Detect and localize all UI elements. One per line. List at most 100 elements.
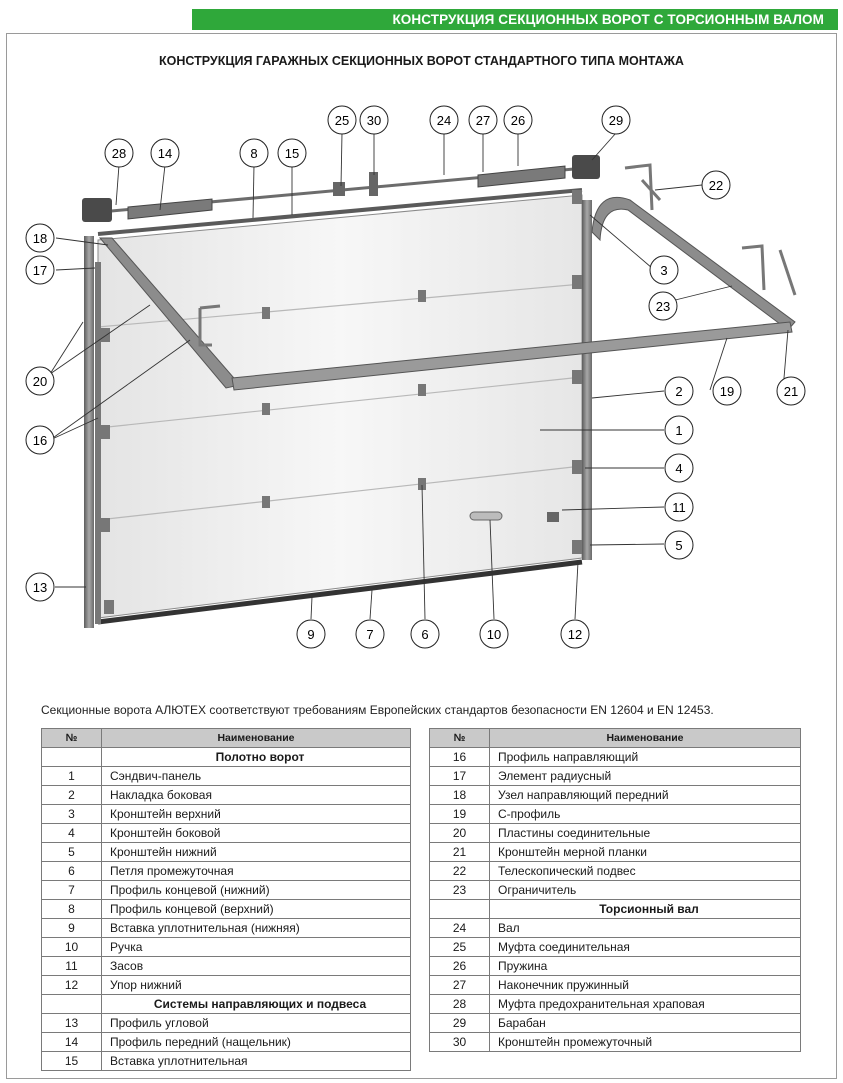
part-name: Барабан: [489, 1013, 801, 1033]
column-header-name: Наименование: [101, 728, 411, 748]
callout-label: 24: [437, 113, 451, 128]
callout-label: 2: [675, 384, 682, 399]
callout-29: 29: [601, 105, 631, 135]
callout-1: 1: [664, 415, 694, 445]
callout-22: 22: [701, 170, 731, 200]
part-name: Муфта соединительная: [489, 937, 801, 957]
callout-11: 11: [664, 492, 694, 522]
part-number: 29: [429, 1013, 490, 1033]
callout-label: 11: [672, 500, 686, 515]
section-title: Полотно ворот: [101, 747, 411, 767]
part-name: Профиль концевой (нижний): [101, 880, 411, 900]
part-number: 30: [429, 1032, 490, 1052]
compliance-note: Секционные ворота АЛЮТЕХ соответствуют т…: [41, 703, 714, 717]
table-header-row: № Наименование: [429, 728, 801, 748]
part-name: Элемент радиусный: [489, 766, 801, 786]
callout-17: 17: [25, 255, 55, 285]
part-name: Профиль направляющий: [489, 747, 801, 767]
part-number: 26: [429, 956, 490, 976]
table-header-row: № Наименование: [41, 728, 411, 748]
callout-10: 10: [479, 619, 509, 649]
callout-label: 6: [421, 627, 428, 642]
callout-12: 12: [560, 619, 590, 649]
callout-8: 8: [239, 138, 269, 168]
callout-label: 30: [367, 113, 381, 128]
callout-14: 14: [150, 138, 180, 168]
callout-label: 28: [112, 146, 126, 161]
section-banner-text: КОНСТРУКЦИЯ СЕКЦИОННЫХ ВОРОТ С ТОРСИОННЫ…: [392, 12, 824, 27]
left-guide-profile: [95, 262, 101, 624]
callout-28: 28: [104, 138, 134, 168]
part-number: 9: [41, 918, 102, 938]
callout-27: 27: [468, 105, 498, 135]
document-frame: [6, 33, 837, 1079]
part-number: 7: [41, 880, 102, 900]
part-name: Пластины соединительные: [489, 823, 801, 843]
callout-20: 20: [25, 366, 55, 396]
left-angle-profile: [84, 236, 94, 628]
section-banner: КОНСТРУКЦИЯ СЕКЦИОННЫХ ВОРОТ С ТОРСИОННЫ…: [192, 9, 838, 30]
callout-label: 23: [656, 299, 670, 314]
callout-label: 19: [720, 384, 734, 399]
callout-label: 15: [285, 146, 299, 161]
callout-18: 18: [25, 223, 55, 253]
right-side-cover: [582, 200, 592, 560]
callout-30: 30: [359, 105, 389, 135]
part-name: Телескопический подвес: [489, 861, 801, 881]
part-name: Профиль концевой (верхний): [101, 899, 411, 919]
table-section-row: Полотно ворот: [41, 747, 411, 767]
c-profile: [231, 321, 793, 391]
part-name: Муфта предохранительная храповая: [489, 994, 801, 1014]
leader-lines: [49, 132, 789, 620]
callout-4: 4: [664, 453, 694, 483]
part-number: 17: [429, 766, 490, 786]
door-bolt: [547, 512, 559, 522]
section-spacer: [41, 747, 102, 767]
part-number: 14: [41, 1032, 102, 1052]
part-name: С-профиль: [489, 804, 801, 824]
part-name: Ограничитель: [489, 880, 801, 900]
callout-label: 16: [33, 433, 47, 448]
callout-label: 4: [675, 461, 682, 476]
left-drum: [82, 198, 112, 222]
part-name: Кронштейн мерной планки: [489, 842, 801, 862]
door-handle: [469, 511, 503, 521]
part-name: Профиль передний (нащельник): [101, 1032, 411, 1052]
callout-21: 21: [776, 376, 806, 406]
part-name: Засов: [101, 956, 411, 976]
part-name: Вставка уплотнительная: [101, 1051, 411, 1071]
part-number: 12: [41, 975, 102, 995]
callout-24: 24: [429, 105, 459, 135]
top-end-profile: [97, 188, 583, 236]
callout-label: 12: [568, 627, 582, 642]
part-number: 19: [429, 804, 490, 824]
table-section-row: Системы направляющих и подвеса: [41, 994, 411, 1014]
callout-label: 21: [784, 384, 798, 399]
part-name: Наконечник пружинный: [489, 975, 801, 995]
section-title: Торсионный вал: [489, 899, 801, 919]
table-section-row: Торсионный вал: [429, 899, 801, 919]
callout-label: 3: [660, 263, 667, 278]
part-number: 22: [429, 861, 490, 881]
callout-9: 9: [296, 619, 326, 649]
callout-label: 1: [675, 423, 682, 438]
part-number: 16: [429, 747, 490, 767]
part-number: 4: [41, 823, 102, 843]
callout-25: 25: [327, 105, 357, 135]
callout-16: 16: [25, 425, 55, 455]
part-number: 6: [41, 861, 102, 881]
part-number: 27: [429, 975, 490, 995]
part-number: 5: [41, 842, 102, 862]
